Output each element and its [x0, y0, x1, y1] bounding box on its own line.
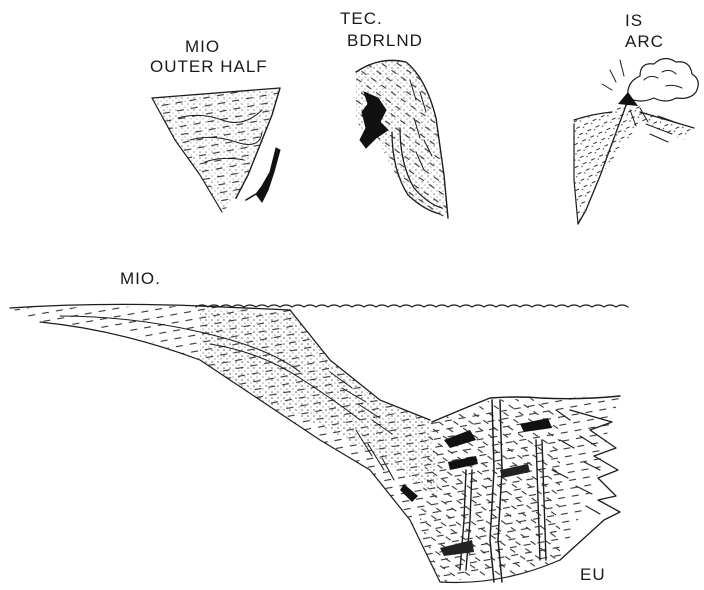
label-bdrlnd-line2: BDRLND: [347, 32, 423, 49]
sea-surface: [196, 305, 628, 307]
label-arc-line2: ARC: [625, 33, 664, 50]
is-arc-panel: [574, 58, 698, 224]
label-is-line1: IS: [625, 12, 643, 29]
label-mio-section: MIO.: [120, 270, 161, 287]
mio-cross-section: [10, 304, 628, 582]
mio-outer-half-panel: [152, 88, 280, 212]
label-eu: EU: [580, 566, 606, 583]
tec-bdrlnd-panel: [356, 60, 448, 218]
volcanic-cloud: [628, 58, 699, 101]
label-mio-outer-half-line2: OUTER HALF: [150, 58, 268, 75]
label-mio-outer-half-line1: MIO: [185, 38, 220, 55]
label-tec-line1: TEC.: [340, 10, 383, 27]
mio-outer-half-lens: [256, 148, 280, 202]
volcano-cone: [618, 92, 638, 106]
